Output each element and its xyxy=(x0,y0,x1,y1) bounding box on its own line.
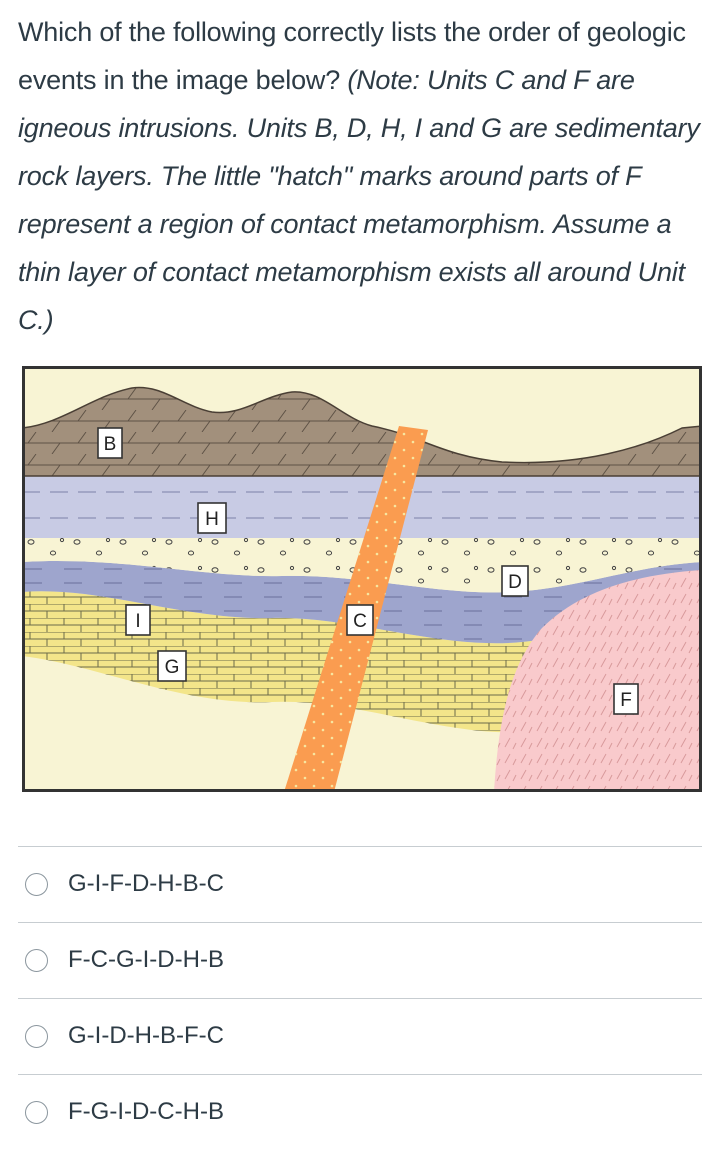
label-g: G xyxy=(157,650,187,682)
radio-button[interactable] xyxy=(25,1101,48,1124)
radio-button[interactable] xyxy=(25,949,48,972)
figure-frame xyxy=(22,366,702,792)
layer-h xyxy=(24,476,700,538)
label-b: B xyxy=(97,427,123,459)
answer-label[interactable]: F-C-G-I-D-H-B xyxy=(68,946,224,973)
answer-label[interactable]: G-I-F-D-H-B-C xyxy=(68,870,224,897)
layer-h-texture xyxy=(24,491,700,519)
svg-text:H: H xyxy=(205,509,219,530)
layer-b-top xyxy=(24,386,700,464)
answer-label[interactable]: G-I-D-H-B-F-C xyxy=(68,1022,224,1049)
question-lead: Which of the following correctly lists t… xyxy=(18,17,686,95)
label-h: H xyxy=(197,502,227,534)
layer-b-texture xyxy=(24,387,700,476)
question-text: Which of the following correctly lists t… xyxy=(18,8,708,344)
svg-text:G: G xyxy=(165,657,180,678)
svg-text:D: D xyxy=(508,572,522,593)
svg-text:I: I xyxy=(135,611,140,632)
answer-option-3[interactable]: G-I-D-H-B-F-C xyxy=(18,998,702,1074)
answer-option-4[interactable]: F-G-I-D-C-H-B xyxy=(18,1074,702,1150)
answer-label[interactable]: F-G-I-D-C-H-B xyxy=(68,1098,224,1125)
svg-text:F: F xyxy=(620,690,632,711)
label-f: F xyxy=(613,683,639,715)
label-c: C xyxy=(346,604,374,636)
svg-text:B: B xyxy=(104,434,117,455)
question-note: (Note: Units C and F are igneous intrusi… xyxy=(18,65,700,335)
answer-list: G-I-F-D-H-B-C F-C-G-I-D-H-B G-I-D-H-B-F-… xyxy=(18,846,702,1150)
label-d: D xyxy=(501,565,529,597)
answer-option-1[interactable]: G-I-F-D-H-B-C xyxy=(18,846,702,922)
radio-button[interactable] xyxy=(25,873,48,896)
intrusion-f-contact-metamorphism xyxy=(494,570,700,790)
radio-button[interactable] xyxy=(25,1025,48,1048)
cross-section-svg: B H D I C G F xyxy=(22,366,702,792)
label-i: I xyxy=(125,604,151,636)
answer-option-2[interactable]: F-C-G-I-D-H-B xyxy=(18,922,702,998)
svg-text:C: C xyxy=(353,611,367,632)
geologic-cross-section: B H D I C G F xyxy=(22,366,702,792)
